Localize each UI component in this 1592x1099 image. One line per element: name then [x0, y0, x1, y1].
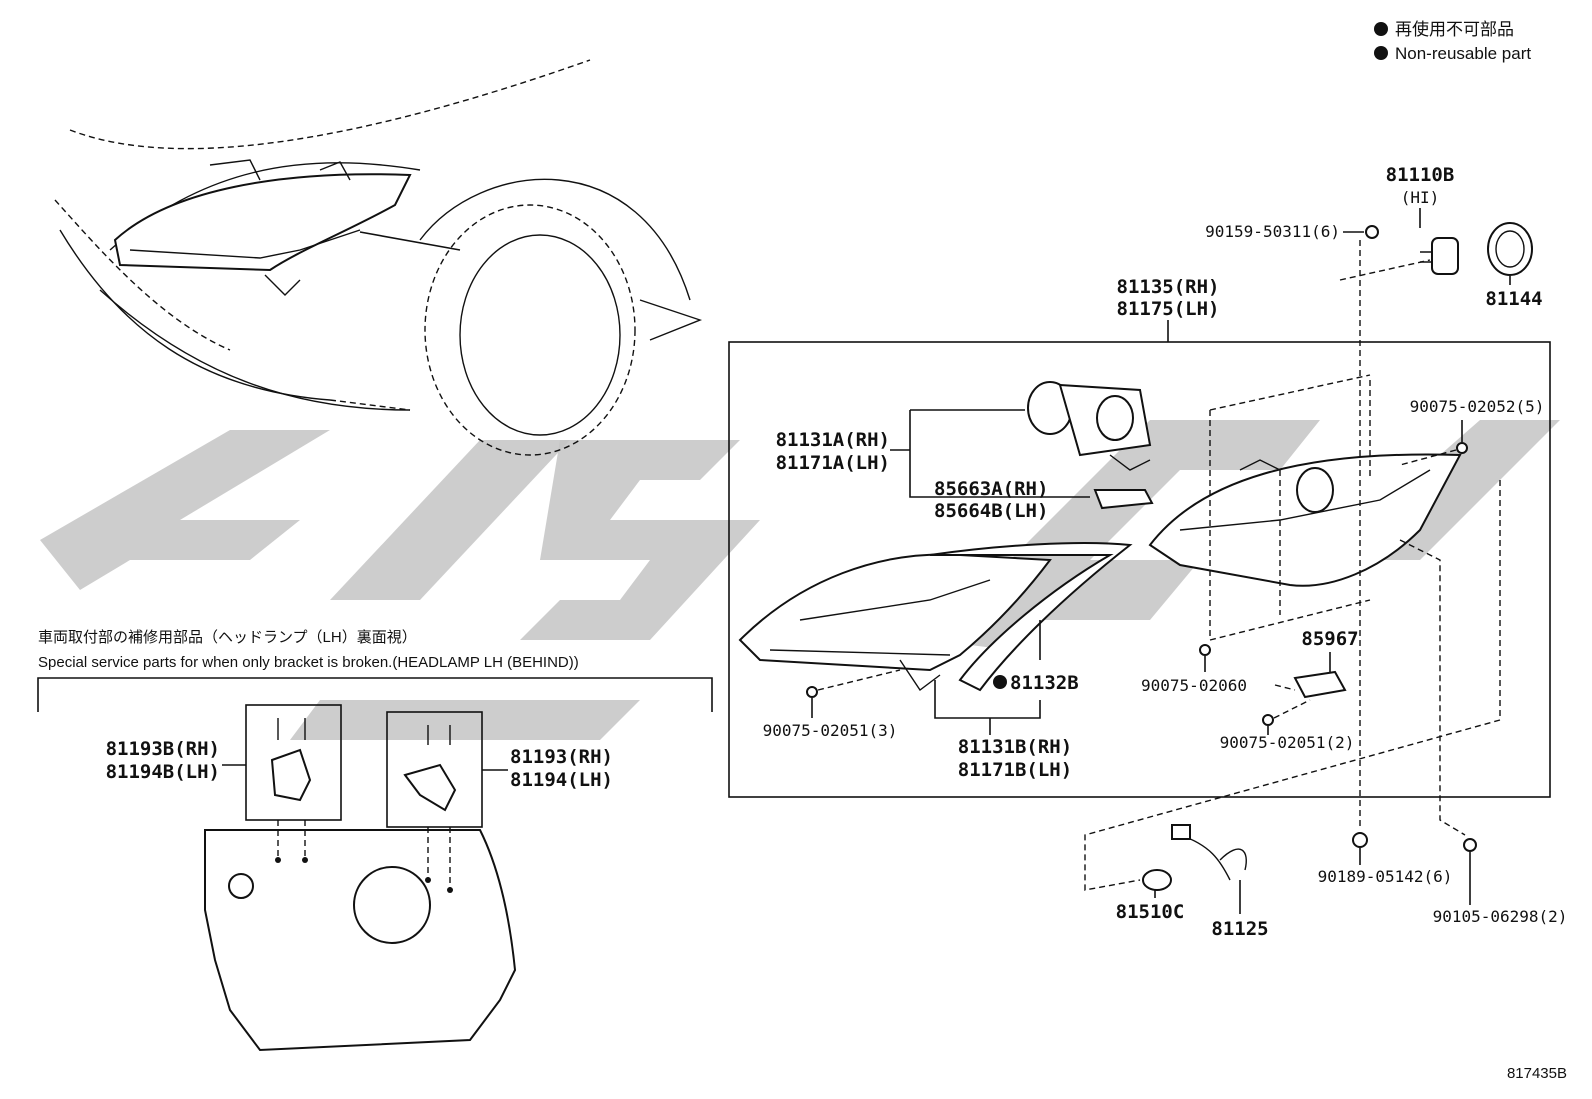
rear-housing: 90075-02052(5) 90075-02060: [1141, 240, 1544, 830]
bracket-icon: [270, 748, 312, 802]
label-81194: 81194(LH): [510, 769, 613, 791]
clip-icon: [1352, 832, 1368, 848]
label-81171b: 81171B(LH): [958, 759, 1072, 781]
label-81110b: 81110B: [1386, 164, 1455, 186]
inset-title-jp: 車両取付部の補修用部品（ヘッドランプ（LH）裏面視）: [38, 628, 417, 646]
bulb-icon: [1431, 237, 1459, 275]
label-85663a: 85663A(RH): [934, 478, 1048, 500]
service-inset: 車両取付部の補修用部品（ヘッドランプ（LH）裏面視） Special servi…: [37, 628, 713, 1052]
label-81135: 81135(RH): [1117, 276, 1220, 298]
label-90075-5: 90075-02052(5): [1410, 397, 1545, 416]
label-81175: 81175(LH): [1117, 298, 1220, 320]
headlamp-back-panel: [204, 829, 517, 1052]
label-90075-2: 90075-02051(2): [1220, 733, 1355, 752]
label-90075-3: 90075-02051(3): [763, 721, 898, 740]
non-reusable-dot-icon: [1374, 22, 1388, 36]
connector-module-icon: [1093, 489, 1154, 510]
wire-harness-icon: [1179, 834, 1247, 881]
legend-en: Non-reusable part: [1395, 44, 1531, 63]
label-81193b: 81193B(RH): [106, 738, 220, 760]
label-81132b: 81132B: [1010, 672, 1079, 694]
legend-jp: 再使用不可部品: [1395, 19, 1514, 39]
projector-group: 81131A(RH) 81171A(LH) 85663A(RH) 85664B(…: [776, 381, 1154, 522]
label-81110b-sub: (HI): [1401, 188, 1440, 207]
label-81125: 81125: [1211, 918, 1268, 940]
bracket-icon: [403, 763, 457, 812]
label-81144: 81144: [1485, 288, 1542, 310]
non-reusable-dot-icon: [1374, 46, 1388, 60]
screw-icon: [1456, 442, 1468, 454]
label-90105: 90105-06298(2): [1433, 907, 1568, 926]
label-90159: 90159-50311(6): [1205, 222, 1340, 241]
screw-icon: [1262, 714, 1274, 726]
label-81193: 81193(RH): [510, 746, 613, 768]
screw-icon: [1365, 225, 1379, 239]
bulb-group: 81110B (HI) 90159-50311(6) 81144: [1205, 164, 1542, 310]
bolt-icon: [1463, 838, 1477, 852]
label-85664b: 85664B(LH): [934, 500, 1048, 522]
label-81194b: 81194B(LH): [106, 761, 220, 783]
screw-icon: [1199, 644, 1211, 656]
label-81171a: 81171A(LH): [776, 452, 890, 474]
retainer-ring-icon: [1487, 222, 1533, 276]
cap-icon: [1142, 869, 1172, 891]
figure-id: 817435B: [1507, 1065, 1567, 1082]
assembly-box: [728, 341, 1551, 798]
screw-icon: [806, 686, 818, 698]
module-group: 85967 90075-02051(2): [1220, 628, 1359, 752]
lens-housing: 81132B 90075-02051(3) 81131B(RH) 81171B(…: [738, 542, 1133, 781]
label-81510c: 81510C: [1116, 901, 1185, 923]
label-85967: 85967: [1301, 628, 1358, 650]
non-reusable-dot-icon: [993, 675, 1007, 689]
label-90189: 90189-05142(6): [1318, 867, 1453, 886]
legend: 再使用不可部品 Non-reusable part: [1374, 19, 1531, 63]
inset-title-en: Special service parts for when only brac…: [38, 654, 579, 671]
label-90075-02060: 90075-02060: [1141, 676, 1247, 695]
car-outline: [54, 59, 703, 456]
label-81131b: 81131B(RH): [958, 736, 1072, 758]
lower-right-parts: 90189-05142(6) 90105-06298(2) 81510C 811…: [1116, 824, 1568, 940]
control-module-icon: [1293, 670, 1347, 699]
label-81131a: 81131A(RH): [776, 429, 890, 451]
